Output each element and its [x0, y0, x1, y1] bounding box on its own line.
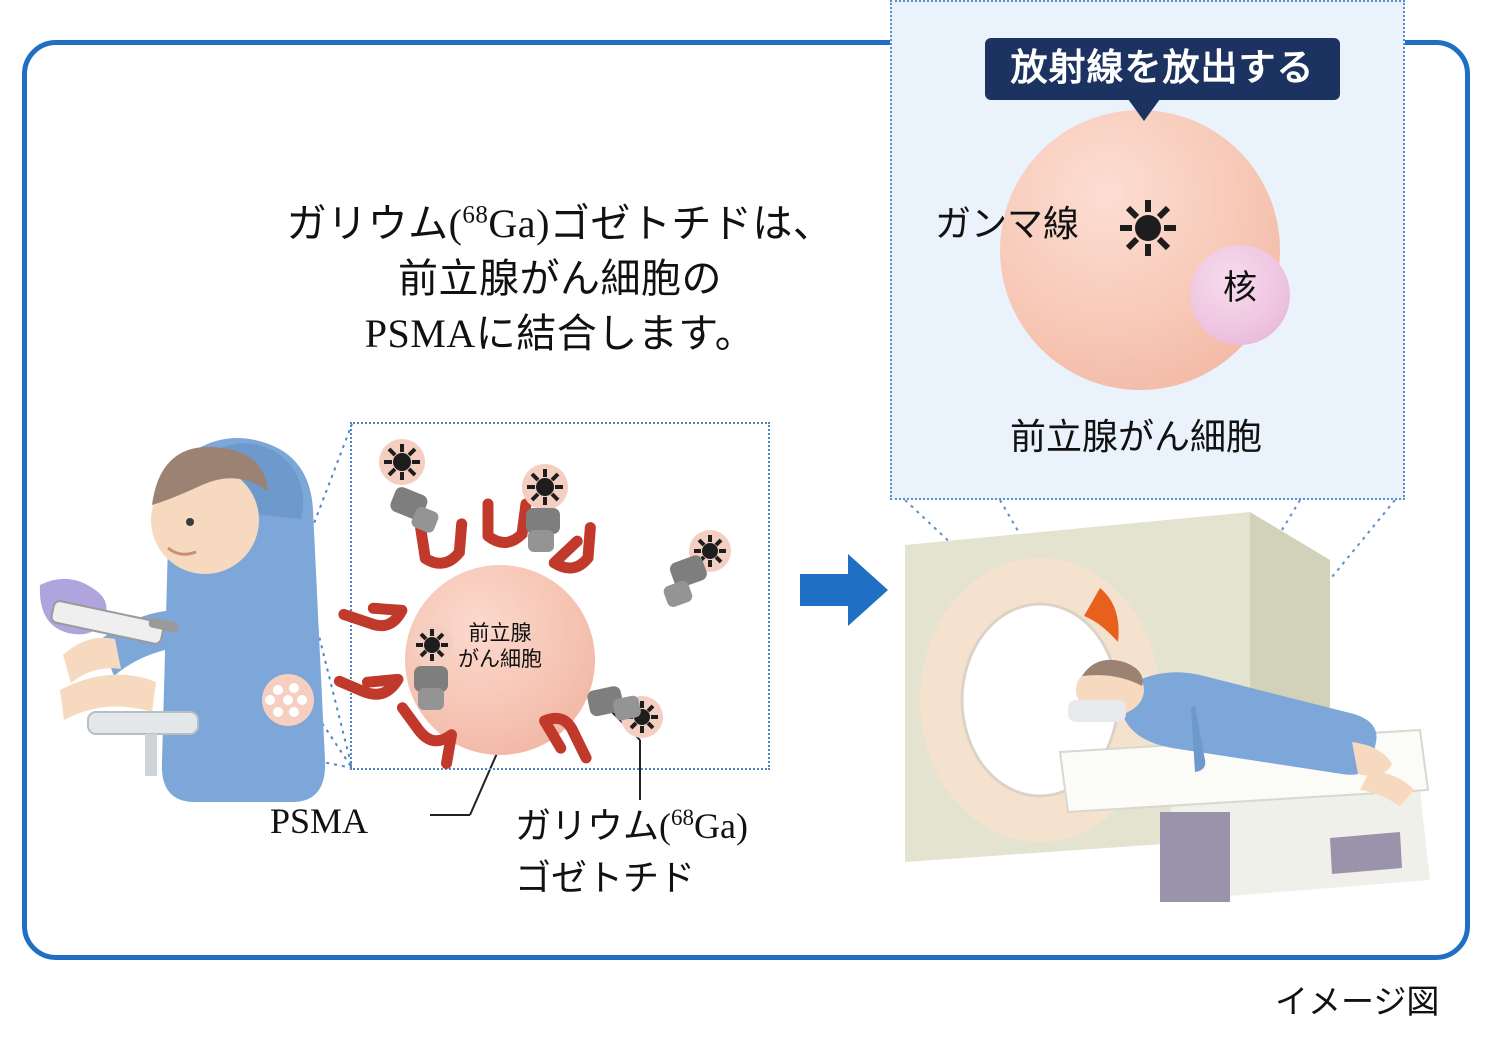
- caption-line-3: PSMAに結合します。: [364, 311, 756, 357]
- image-note: イメージ図: [1275, 985, 1440, 1021]
- magnified-cell-box: [350, 422, 770, 770]
- label-nucleus: 核: [1223, 270, 1257, 307]
- caption-line-2: 前立腺がん細胞の: [398, 256, 722, 302]
- arrow-right-icon: [800, 554, 888, 626]
- label-gamma-ray: ガンマ線: [935, 204, 1080, 244]
- cell-nucleus: [1190, 245, 1290, 345]
- radiation-banner: 放射線を放出する: [985, 38, 1340, 100]
- label-prostate-cancer-cell: 前立腺がん細胞: [1010, 417, 1263, 457]
- label-psma: PSMA: [270, 801, 369, 841]
- page-title: ガリウム(68Ga)ゴゼトチドは、 前立腺がん細胞の PSMAに結合します。: [250, 196, 870, 362]
- label-tracer-line1: ガリウム(68Ga): [515, 805, 748, 846]
- cell-label-middle: 前立腺 がん細胞: [458, 621, 542, 672]
- label-tracer-line2: ゴゼトチド: [515, 858, 696, 899]
- banner-pointer: [1128, 99, 1160, 121]
- label-tracer: ガリウム(68Ga) ゴゼトチド: [515, 800, 748, 904]
- caption-line-1: ガリウム(68Ga)ゴゼトチドは、: [286, 201, 834, 246]
